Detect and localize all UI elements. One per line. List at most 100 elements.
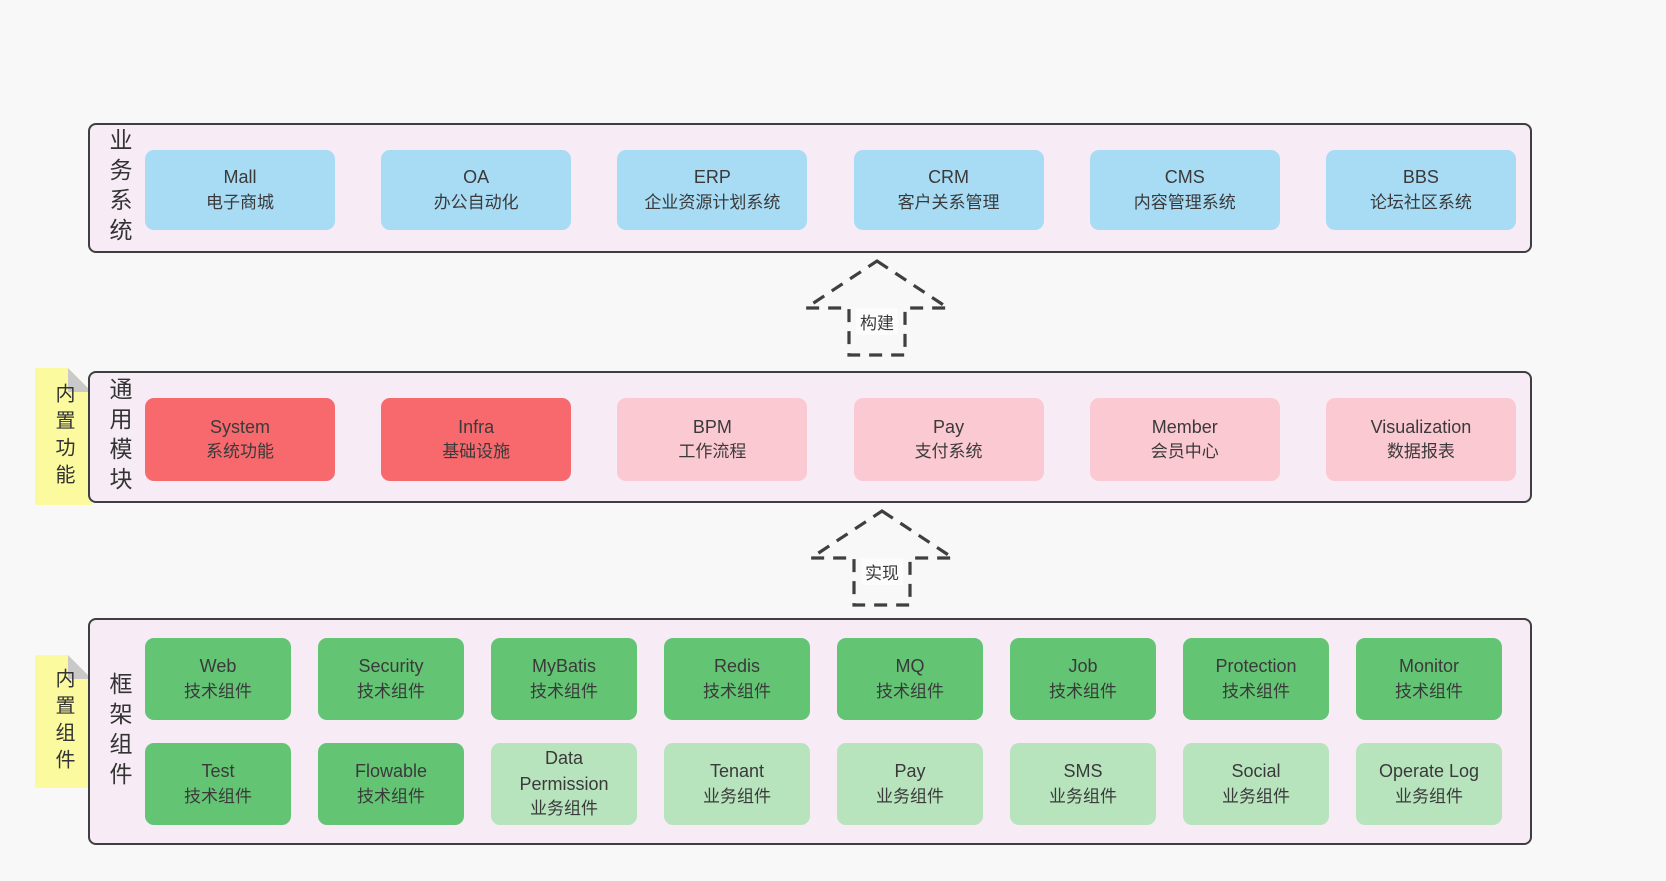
box-redis: Redis 技术组件	[664, 638, 810, 720]
box-label: 企业资源计划系统	[644, 192, 781, 212]
block-arrow-up-icon	[802, 259, 952, 357]
box-label: 技术组件	[184, 786, 252, 806]
box-name: Web	[199, 656, 237, 677]
box-name: Job	[1068, 656, 1098, 677]
band-title: 框架组件	[106, 671, 132, 792]
box-name: Tenant	[709, 761, 765, 782]
box-security: Security 技术组件	[318, 638, 464, 720]
box-name: Redis	[713, 656, 761, 677]
sticky-note-label: 内置组件	[52, 667, 74, 776]
box-name: BPM	[692, 416, 732, 437]
box-name: Monitor	[1398, 656, 1460, 677]
box-operate-log: Operate Log 业务组件	[1356, 743, 1502, 825]
box-data-permission: Data Permission 业务组件	[491, 743, 637, 825]
box-label: 基础设施	[442, 442, 511, 462]
box-name: MyBatis	[531, 656, 596, 677]
box-label: 业务组件	[703, 786, 771, 806]
box-system: System 系统功能	[145, 398, 335, 481]
band-framework-components: 框架组件 Web 技术组件 Security 技术组件 MyBatis 技术组件…	[88, 618, 1532, 845]
sticky-note-builtin-functions: 内置功能	[35, 368, 92, 505]
box-test: Test 技术组件	[145, 743, 291, 825]
box-label: 技术组件	[357, 786, 425, 806]
box-label: 技术组件	[703, 681, 771, 701]
box-name: System	[209, 416, 270, 437]
framework-components-row-1: Web 技术组件 Security 技术组件 MyBatis 技术组件 Redi…	[145, 638, 1502, 720]
box-label: 工作流程	[678, 442, 747, 462]
box-label: 支付系统	[914, 442, 983, 462]
box-name: CRM	[928, 167, 970, 188]
box-mall: Mall 电子商城	[145, 150, 335, 230]
box-flowable: Flowable 技术组件	[318, 743, 464, 825]
box-mybatis: MyBatis 技术组件	[491, 638, 637, 720]
box-bpm: BPM 工作流程	[617, 398, 808, 481]
framework-components-row-2: Test 技术组件 Flowable 技术组件 Data Permission …	[145, 743, 1502, 825]
box-label: 技术组件	[184, 681, 252, 701]
box-name: Flowable	[354, 761, 428, 782]
box-erp: ERP 企业资源计划系统	[617, 150, 808, 230]
box-label: 客户关系管理	[897, 192, 1000, 212]
box-name: ERP	[693, 167, 731, 188]
box-label: 业务组件	[1395, 786, 1463, 806]
box-mq: MQ 技术组件	[837, 638, 983, 720]
box-label: 办公自动化	[433, 192, 519, 212]
box-label: 电子商城	[206, 192, 274, 212]
business-systems-row: Mall 电子商城 OA 办公自动化 ERP 企业资源计划系统 CRM 客户关系…	[145, 150, 1516, 230]
box-sms: SMS 业务组件	[1010, 743, 1156, 825]
box-tenant: Tenant 业务组件	[664, 743, 810, 825]
box-label: 系统功能	[206, 442, 274, 462]
box-monitor: Monitor 技术组件	[1356, 638, 1502, 720]
box-label: 技术组件	[1395, 681, 1463, 701]
box-web: Web 技术组件	[145, 638, 291, 720]
box-label: 业务组件	[876, 786, 944, 806]
box-name: Social	[1231, 761, 1281, 782]
box-label: 会员中心	[1150, 442, 1219, 462]
box-name: Protection	[1215, 656, 1297, 677]
box-oa: OA 办公自动化	[381, 150, 572, 230]
box-label: 数据报表	[1386, 442, 1455, 462]
band-common-modules: 通用模块 System 系统功能 Infra 基础设施 BPM 工作流程 Pay…	[88, 371, 1532, 503]
box-cms: CMS 内容管理系统	[1089, 150, 1280, 230]
box-name: Pay	[933, 416, 965, 437]
sticky-note-label: 内置功能	[52, 382, 74, 491]
box-name: Member	[1151, 416, 1218, 437]
box-label: 技术组件	[1222, 681, 1290, 701]
box-label: 论坛社区系统	[1369, 192, 1472, 212]
box-name: Infra	[458, 416, 495, 437]
arrow-implement-up: 实现	[807, 508, 957, 608]
band-business-systems: 业务系统 Mall 电子商城 OA 办公自动化 ERP 企业资源计划系统 CRM…	[88, 123, 1532, 253]
box-name: Test	[201, 761, 235, 782]
box-visualization: Visualization 数据报表	[1325, 398, 1516, 481]
box-label: 业务组件	[1049, 786, 1117, 806]
box-name: Operate Log	[1378, 761, 1480, 782]
box-social: Social 业务组件	[1183, 743, 1329, 825]
box-name: BBS	[1402, 167, 1439, 188]
common-modules-row: System 系统功能 Infra 基础设施 BPM 工作流程 Pay 支付系统…	[145, 398, 1516, 481]
band-title: 通用模块	[106, 377, 132, 497]
box-bbs: BBS 论坛社区系统	[1325, 150, 1516, 230]
box-infra: Infra 基础设施	[381, 398, 572, 481]
box-label: 内容管理系统	[1133, 192, 1236, 212]
box-name: Visualization	[1370, 416, 1472, 437]
box-member: Member 会员中心	[1089, 398, 1280, 481]
box-name: Mall	[223, 167, 257, 188]
sticky-note-builtin-components: 内置组件	[35, 655, 92, 788]
arrow-label: 构建	[856, 308, 898, 335]
box-label: 业务组件	[530, 799, 598, 819]
box-crm: CRM 客户关系管理	[853, 150, 1044, 230]
box-pay: Pay 支付系统	[853, 398, 1044, 481]
block-arrow-up-icon	[807, 509, 957, 607]
arrow-label: 实现	[861, 558, 903, 585]
box-label: 业务组件	[1222, 786, 1290, 806]
box-name: CMS	[1164, 167, 1205, 188]
box-name: Pay	[894, 761, 926, 782]
box-label: 技术组件	[1049, 681, 1117, 701]
box-name: SMS	[1063, 761, 1103, 782]
box-name: Security	[358, 656, 424, 677]
box-protection: Protection 技术组件	[1183, 638, 1329, 720]
box-name: Data Permission	[519, 748, 609, 794]
box-label: 技术组件	[876, 681, 944, 701]
box-name: MQ	[895, 656, 925, 677]
box-name: OA	[463, 167, 490, 188]
band-title: 业务系统	[106, 128, 132, 248]
box-pay-component: Pay 业务组件	[837, 743, 983, 825]
